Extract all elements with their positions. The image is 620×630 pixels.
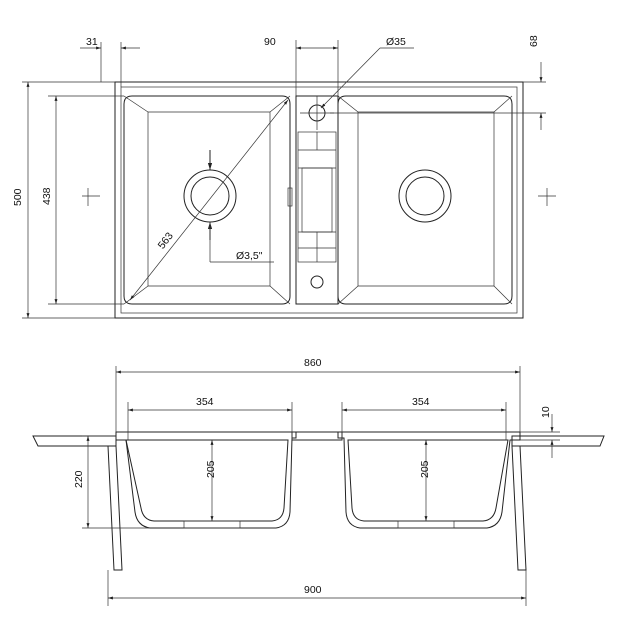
dim-rim-height: 10 xyxy=(540,406,552,418)
dim-bowl-span: 860 xyxy=(304,357,322,369)
dim-overflow-hole: Ø3,5" xyxy=(236,250,263,262)
dim-overall-depth: 500 xyxy=(12,188,24,206)
left-drain-inner xyxy=(190,176,230,216)
dim-center-width: 90 xyxy=(264,36,276,48)
cabinet-wall-right xyxy=(511,445,527,571)
right-bowl-top xyxy=(337,95,513,305)
sink-outer-contour xyxy=(114,81,524,319)
dim-total-height: 220 xyxy=(73,470,85,488)
dim-bowl-depth: 438 xyxy=(41,187,53,205)
left-bowl-top xyxy=(123,95,291,305)
dim-right-bowl-width: 354 xyxy=(412,396,430,408)
dim-left-bowl-width: 354 xyxy=(196,396,214,408)
dim-rim-offset: 68 xyxy=(528,35,540,47)
left-drain-outer xyxy=(183,169,237,223)
center-strip xyxy=(287,95,339,305)
right-drain-outer xyxy=(398,169,452,223)
section-view: 860 354 354 10 220 205 205 900 xyxy=(32,357,605,606)
top-view: 31 90 Ø35 68 500 438 563 Ø3,5" xyxy=(12,35,556,319)
dim-right-bowl-height: 205 xyxy=(419,460,431,478)
sink-inner-contour xyxy=(120,86,518,314)
left-bowl-section xyxy=(115,431,297,529)
dim-diagonal: 563 xyxy=(156,230,176,251)
dim-left-bowl-height: 205 xyxy=(205,460,217,478)
center-bridge xyxy=(291,431,343,441)
right-bowl-section xyxy=(337,431,521,529)
dim-overall-width: 900 xyxy=(304,584,322,596)
overflow-hole xyxy=(310,275,324,289)
cabinet-wall-left xyxy=(107,445,123,571)
dim-edge-offset: 31 xyxy=(86,36,98,48)
countertop-left xyxy=(32,435,117,447)
dim-tap-hole-diameter: Ø35 xyxy=(386,36,406,48)
right-drain-inner xyxy=(405,176,445,216)
countertop-right xyxy=(511,435,605,447)
